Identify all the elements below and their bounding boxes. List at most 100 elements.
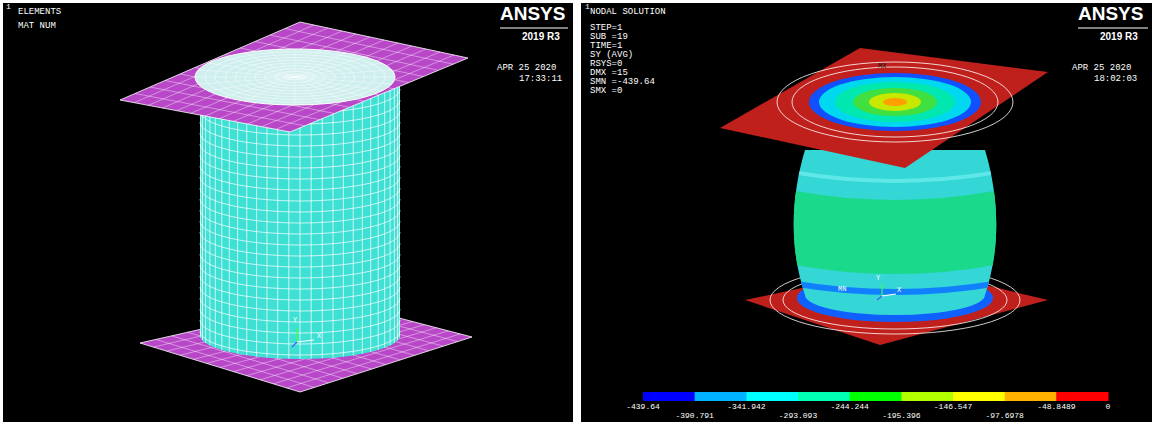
mesh-line — [200, 331, 400, 355]
deformed-cylinder — [780, 150, 1010, 315]
mesh-line — [269, 50, 295, 77]
contour-band — [780, 168, 1010, 183]
extreme-marker: MN — [838, 286, 846, 294]
mesh-line — [224, 57, 295, 77]
mesh-line — [295, 50, 321, 77]
contour-fill — [835, 82, 955, 122]
contour-value: -390.791 — [675, 412, 713, 421]
top-plate — [720, 48, 1048, 168]
mesh-line — [202, 82, 203, 340]
mesh-line — [245, 77, 295, 101]
mesh-line — [200, 188, 400, 212]
mesh-line — [295, 77, 345, 101]
mesh-line — [200, 133, 400, 157]
contour-value: -439.64 — [626, 403, 660, 412]
colorbar-segment — [746, 392, 798, 401]
mesh-line — [200, 166, 400, 190]
plot-title: ELEMENTS — [18, 8, 61, 18]
logo-rule — [500, 28, 568, 29]
axis-z — [292, 342, 297, 347]
plot-number: 1 — [6, 3, 11, 12]
mesh-line — [200, 210, 400, 234]
mesh-line — [198, 70, 295, 77]
axis-label: Y — [876, 275, 880, 283]
ansys-logo: ANSYS — [1078, 4, 1143, 25]
right-panel — [581, 3, 1152, 422]
mesh-line — [200, 320, 400, 344]
mesh-line — [333, 100, 334, 358]
contour-band — [780, 278, 1010, 295]
version-label: 2019 R3 — [522, 31, 560, 42]
colorbar-segment — [850, 392, 902, 401]
mesh-line — [288, 101, 289, 359]
axis-label: Y — [293, 317, 297, 325]
extreme-marker: MX — [878, 63, 886, 71]
mesh-line — [200, 254, 400, 278]
contour-value: 0 — [1106, 403, 1111, 412]
plot-number: 1 — [585, 3, 590, 12]
ansys-logo: ANSYS — [500, 4, 565, 25]
mesh-line — [343, 99, 344, 357]
mesh-line — [200, 232, 400, 256]
colorbar-segment — [1056, 392, 1108, 401]
logo-rule — [1078, 28, 1148, 29]
mesh-line — [198, 77, 295, 84]
plate-face — [720, 48, 1048, 168]
contour-fill — [883, 98, 907, 106]
mesh-line — [277, 100, 278, 358]
top-disc — [195, 49, 395, 105]
colorbar-segment — [1005, 392, 1057, 401]
contour-ring — [777, 62, 1013, 142]
mesh-line — [295, 63, 382, 77]
axis-x — [882, 294, 896, 296]
contour-colorbar — [643, 392, 1109, 401]
mesh-line — [322, 100, 323, 358]
mesh-line — [256, 99, 257, 357]
mesh-line — [295, 77, 321, 104]
contour-value: -48.8489 — [1037, 403, 1075, 412]
date-label: APR 25 2020 — [1072, 64, 1131, 74]
time-label: 17:33:11 — [519, 75, 562, 85]
colorbar-segment — [695, 392, 747, 401]
mesh-line — [200, 265, 400, 289]
mesh-line — [390, 87, 391, 345]
mesh-line — [370, 94, 371, 352]
contour-fill — [809, 73, 981, 131]
axis-triad — [877, 284, 896, 300]
mesh-line — [209, 87, 210, 345]
time-label: 18:02:03 — [1094, 75, 1137, 85]
contour-value: -146.547 — [934, 403, 972, 412]
colorbar-segment — [643, 392, 695, 401]
axis-x — [297, 340, 314, 342]
colorbar-segment — [901, 392, 953, 401]
mesh-line — [394, 85, 395, 343]
colorbar-segment — [798, 392, 850, 401]
colorbar-segment — [953, 392, 1005, 401]
mesh-line — [295, 53, 345, 77]
contour-fill — [853, 88, 937, 116]
mesh-line — [353, 97, 354, 355]
mesh-line — [221, 92, 222, 350]
mesh-line — [200, 309, 400, 333]
mesh-line — [205, 85, 206, 343]
contour-value: -195.396 — [882, 412, 920, 421]
mesh-line — [266, 100, 267, 358]
mesh-line — [200, 199, 400, 223]
mesh-line — [200, 276, 400, 300]
axis-label: X — [317, 333, 321, 341]
contour-value: -341.942 — [727, 403, 765, 412]
axis-label: X — [897, 287, 901, 295]
mesh-line — [200, 221, 400, 245]
contour-fill — [869, 93, 921, 111]
disc-face — [195, 49, 395, 105]
mesh-line — [295, 77, 395, 78]
plot-info: MAT NUM — [18, 22, 56, 32]
axis-z — [877, 296, 882, 300]
mesh-line — [246, 97, 247, 355]
plot-info: SMX =0 — [590, 87, 622, 97]
mesh-line — [295, 70, 392, 77]
contour-ring — [792, 67, 998, 137]
